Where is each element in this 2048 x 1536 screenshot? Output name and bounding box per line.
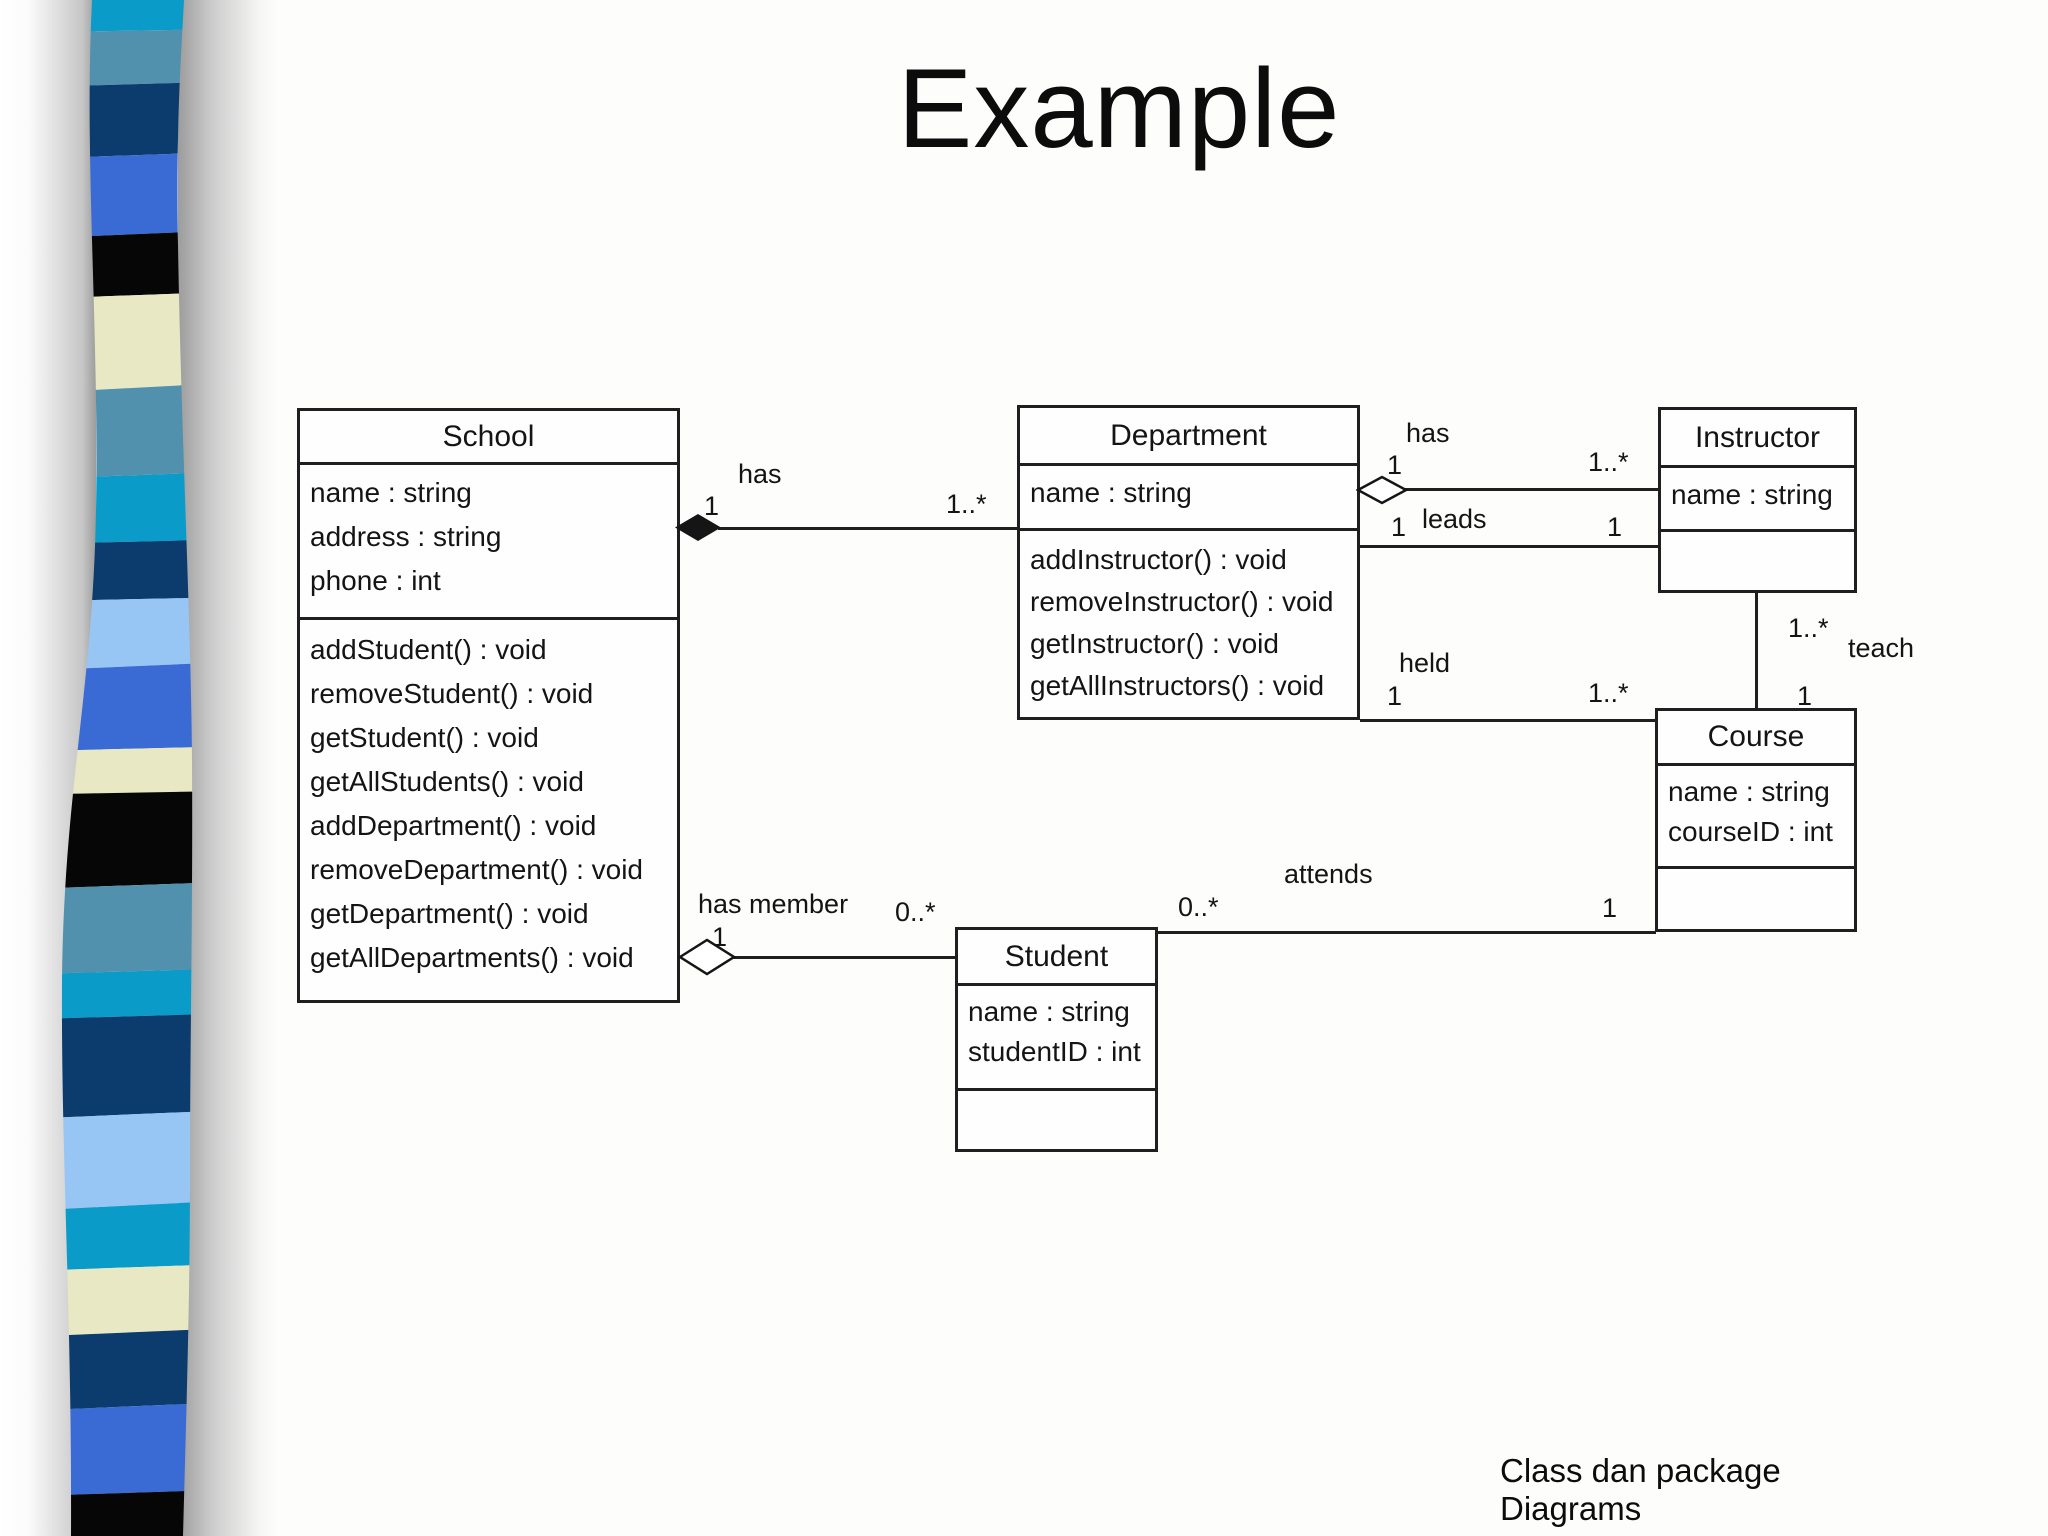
composition-diamond-icon [675,514,721,541]
class-methods: addStudent() : void removeStudent() : voi… [300,617,677,1000]
multiplicity-label: 1..* [946,489,987,519]
association-label-attends: attends [1284,859,1373,889]
class-methods-empty [1658,866,1854,929]
aggregation-diamond-icon [678,938,736,976]
class-attributes: name : string [1020,466,1357,528]
class-box-student: Student name : string studentID : int [955,927,1158,1152]
association-label-has-member: has member [698,889,849,919]
multiplicity-label: 1 [1602,893,1618,923]
aggregation-diamond-icon [1356,475,1408,505]
multiplicity-label: 1..* [1588,447,1629,477]
slide-title: Example [897,46,1341,171]
footer-caption: Class dan package Diagrams [1500,1452,1781,1527]
member-row: courseID : int [1668,816,1833,847]
member-row: removeStudent() : void [310,678,594,709]
member-row: getAllInstructors() : void [1030,670,1325,701]
multiplicity-label: 1 [1387,450,1403,480]
class-box-school: School name : string address : string phon… [297,408,680,1003]
multiplicity-label: 1 [1387,681,1403,711]
class-box-department: Department name : string addInstructor()… [1017,405,1360,720]
class-attributes: name : string studentID : int [958,986,1155,1088]
class-title: School [300,411,677,465]
multiplicity-label: 1 [712,922,728,952]
member-row: phone : int [310,565,441,596]
class-box-instructor: Instructor name : string [1658,407,1857,593]
class-attributes: name : string address : string phone : int [300,465,677,617]
member-row: removeInstructor() : void [1030,586,1334,617]
member-row: getAllStudents() : void [310,766,584,797]
association-line-instructor-course-teach [1755,593,1758,709]
association-line-department-instructor-leads [1360,545,1658,548]
class-methods: addInstructor() : void removeInstructor()… [1020,528,1357,717]
member-row: getInstructor() : void [1030,628,1279,659]
member-row: name : string [968,996,1130,1027]
association-line-school-department [718,527,1017,530]
multiplicity-label: 1..* [1588,678,1629,708]
class-attributes: name : string courseID : int [1658,766,1854,866]
member-row: name : string [1671,479,1833,510]
multiplicity-label: 1 [1607,512,1623,542]
member-row: getAllDepartments() : void [310,942,634,973]
multiplicity-label: 0..* [1178,892,1219,922]
association-line-school-student [730,956,956,959]
member-row: name : string [310,477,472,508]
ribbon-shadow-right [178,0,278,1536]
member-row: addDepartment() : void [310,810,597,841]
multiplicity-label: 1 [1797,681,1813,711]
member-row: address : string [310,521,502,552]
multiplicity-label: 1..* [1788,613,1829,643]
multiplicity-label: 1 [704,491,720,521]
class-methods-empty [1661,529,1854,590]
member-row: removeDepartment() : void [310,854,644,885]
member-row: name : string [1030,477,1192,508]
association-line-student-course-attends [1158,931,1656,934]
member-row: studentID : int [968,1036,1141,1067]
association-label-has: has [1406,418,1450,448]
association-label-leads: leads [1422,504,1487,534]
association-line-department-instructor-has [1404,488,1658,491]
member-row: getDepartment() : void [310,898,589,929]
member-row: addInstructor() : void [1030,544,1287,575]
class-attributes: name : string [1661,468,1854,529]
class-title: Course [1658,711,1854,766]
multiplicity-label: 0..* [895,897,936,927]
association-label-has: has [738,459,782,489]
class-box-course: Course name : string courseID : int [1655,708,1857,932]
association-line-department-course-held [1360,719,1656,722]
member-row: addStudent() : void [310,634,547,665]
class-title: Department [1020,408,1357,466]
class-title: Instructor [1661,410,1854,468]
association-label-held: held [1399,648,1451,678]
decorative-ribbon [61,0,193,1536]
member-row: getStudent() : void [310,722,539,753]
member-row: name : string [1668,776,1830,807]
class-methods-empty [958,1088,1155,1149]
multiplicity-label: 1 [1391,512,1407,542]
association-label-teach: teach [1848,633,1915,663]
class-title: Student [958,930,1155,986]
